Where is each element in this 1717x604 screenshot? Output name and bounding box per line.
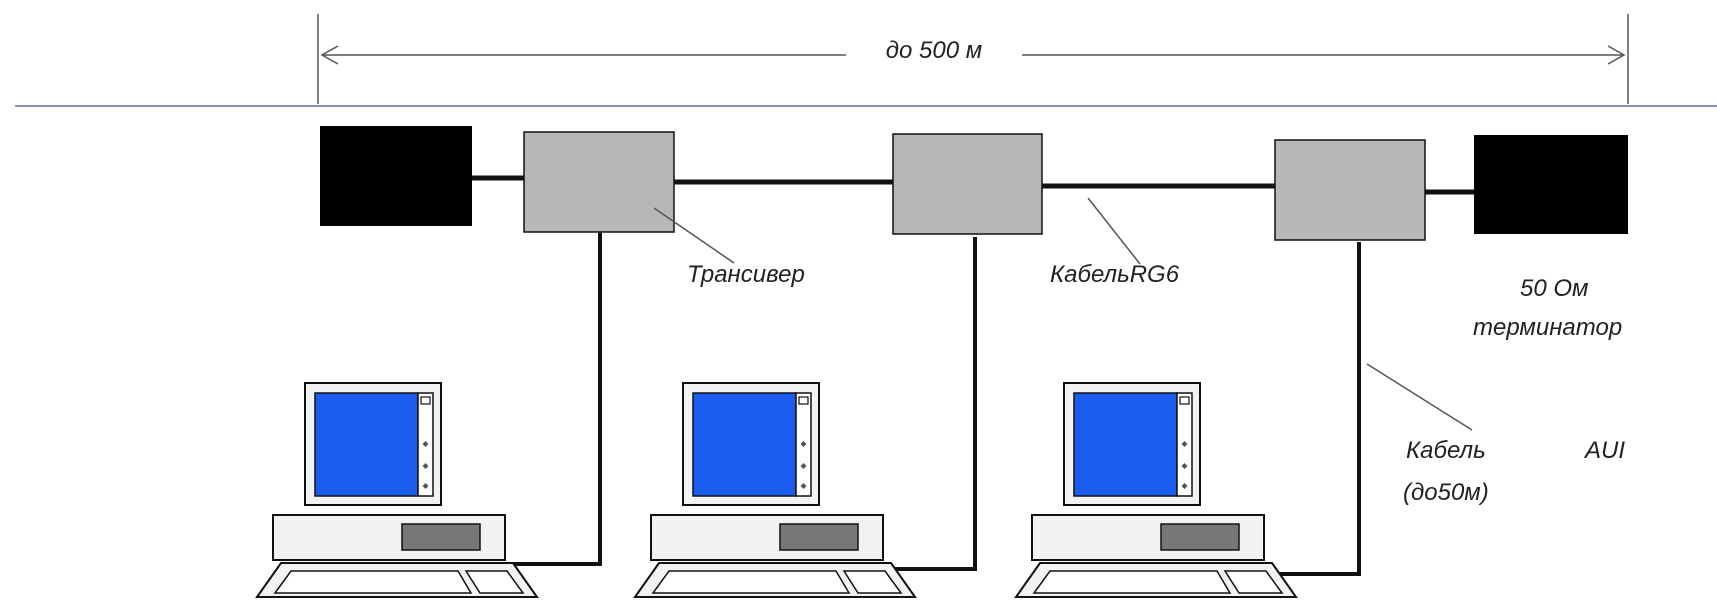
arrowhead-right-icon bbox=[1607, 45, 1626, 65]
aui-cable-1 bbox=[500, 232, 602, 566]
computer-icon bbox=[1015, 382, 1297, 598]
transceiver-1 bbox=[523, 131, 675, 233]
transceiver-label: Трансивер bbox=[687, 261, 805, 288]
terminator-label-line2: терминатор bbox=[1473, 314, 1622, 341]
aui-cable-label-aui: AUI bbox=[1583, 437, 1625, 464]
aui-cable-label-line2: (до50м) bbox=[1403, 479, 1489, 506]
transceiver-3 bbox=[1274, 139, 1426, 241]
transceiver-2 bbox=[892, 133, 1043, 235]
terminator-label-line1: 50 Ом bbox=[1520, 275, 1588, 302]
terminator-right bbox=[1474, 135, 1628, 234]
terminator-left bbox=[320, 126, 472, 226]
computer-icon bbox=[256, 382, 538, 598]
aui-cable-2 bbox=[877, 237, 977, 571]
aui-cable-leader-line bbox=[1366, 363, 1473, 431]
aui-cable-3 bbox=[1255, 242, 1361, 576]
cable-rg6-label: КабельRG6 bbox=[1050, 261, 1180, 288]
transceiver-leader-line bbox=[653, 207, 735, 264]
cable-rg6-leader-line bbox=[1087, 197, 1141, 265]
aui-cable-label-line1: Кабель bbox=[1406, 437, 1486, 464]
arrowhead-left-icon bbox=[320, 45, 339, 65]
computer-icon bbox=[634, 382, 916, 598]
distance-label: до 500 м bbox=[886, 37, 982, 64]
